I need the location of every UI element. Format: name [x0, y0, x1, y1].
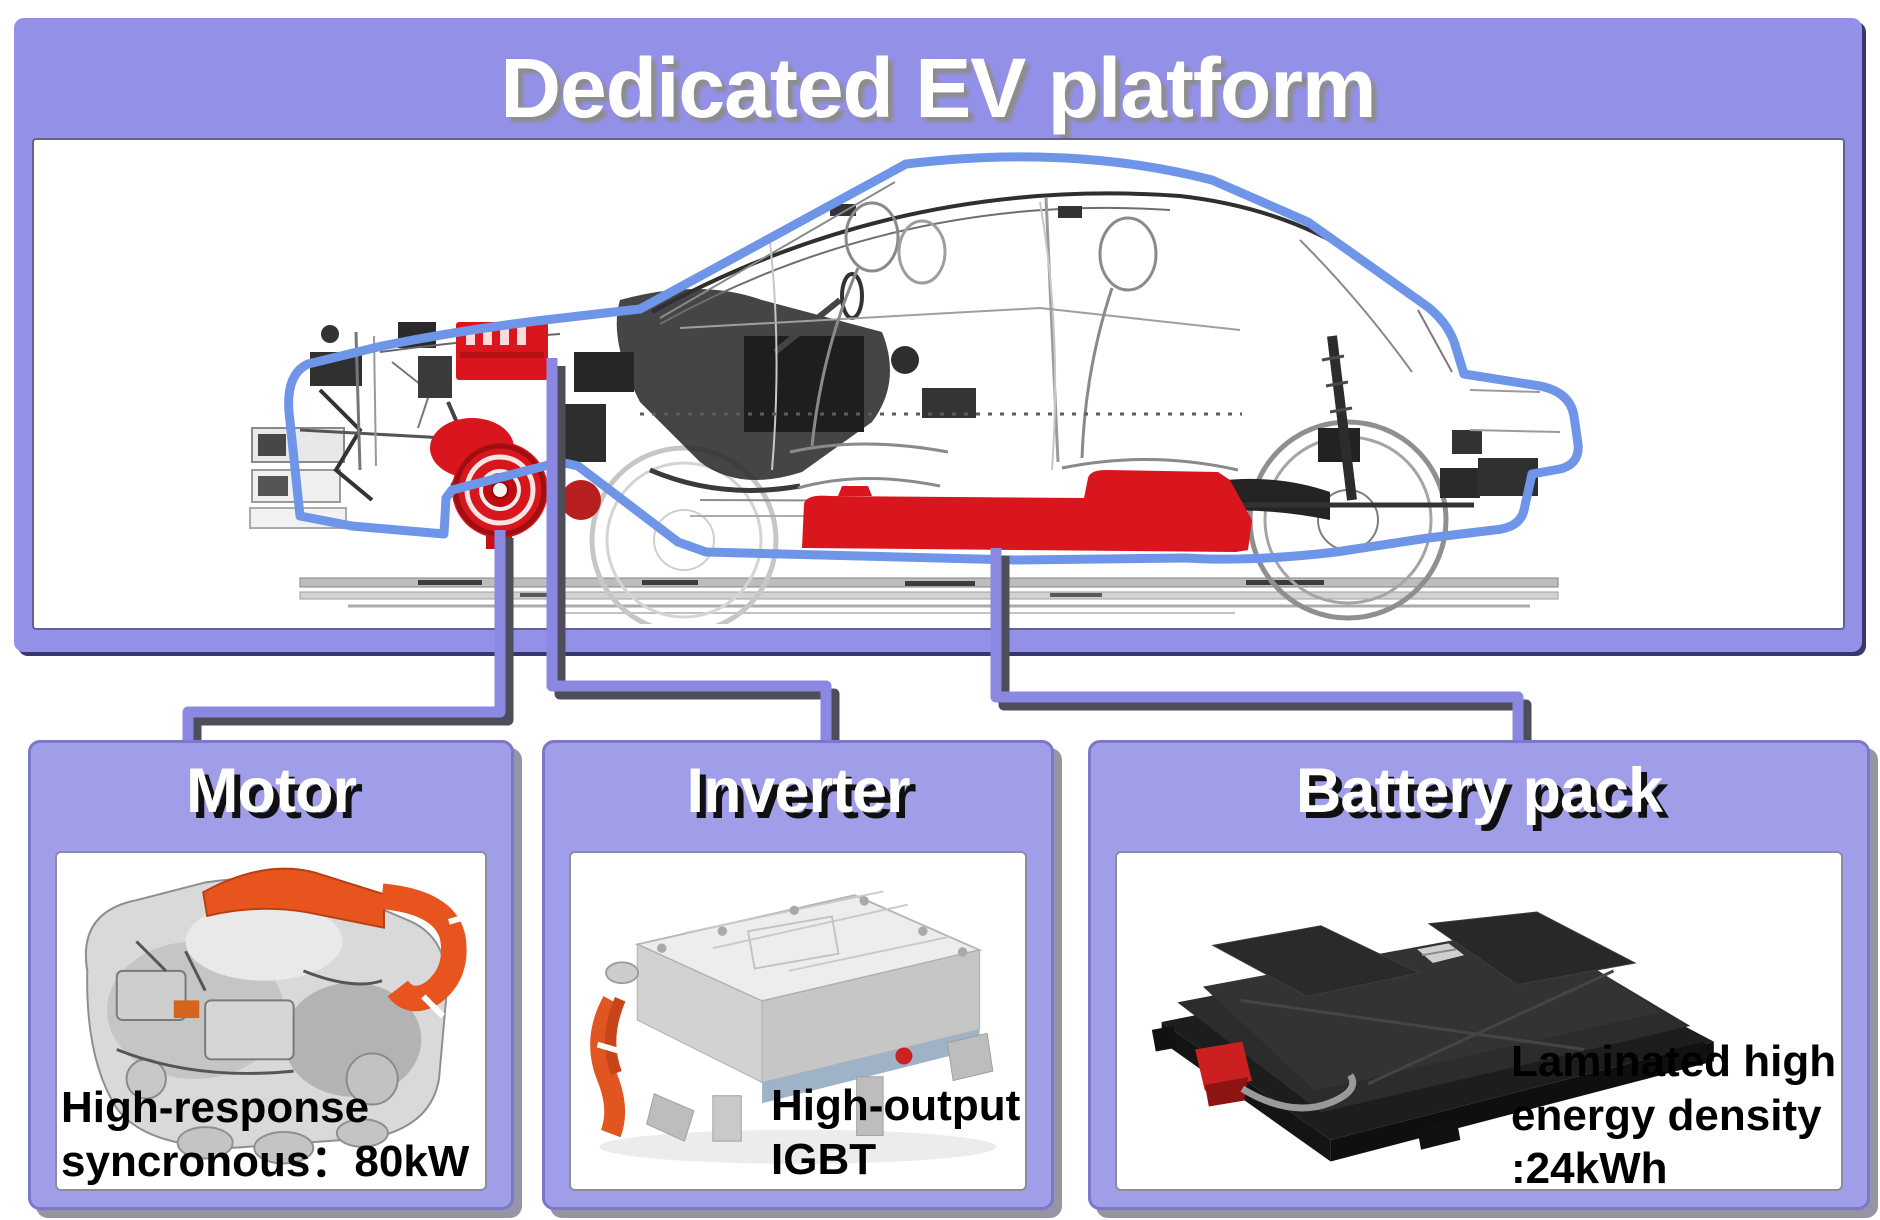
inverter-photo [590, 890, 997, 1164]
inverter-spec-line2: IGBT [771, 1134, 877, 1184]
red-connector [1195, 1041, 1253, 1091]
motor-photo-frame [55, 851, 487, 1191]
motor-spec-text: High-response syncronous：80kW [61, 1081, 469, 1188]
silver-bracket [1417, 943, 1465, 964]
gray-cable [1240, 1073, 1357, 1112]
component-card-battery: Battery pack Laminate [1088, 740, 1870, 1210]
battery-photo [1151, 911, 1714, 1162]
inverter-photo-frame [569, 851, 1027, 1191]
card-title-motor: Motor [186, 756, 357, 826]
motor-spec-line2: syncronous：80kW [61, 1136, 470, 1186]
component-card-motor: Motor High-response [28, 740, 514, 1210]
battery-photo-frame [1115, 851, 1843, 1191]
main-panel: Dedicated EV platform [14, 18, 1862, 652]
battery-spec-line3: :24kWh [1511, 1144, 1668, 1194]
inverter-spec-text: High-output IGBT [771, 1079, 1020, 1186]
card-title-inverter: Inverter [686, 756, 910, 826]
motor-photo [84, 867, 478, 1165]
orange-cable-bundle [590, 996, 626, 1138]
inverter-spec-line1: High-output [771, 1081, 1021, 1130]
battery-spec-line1: Laminated high [1511, 1037, 1837, 1086]
red-indicator-dot [895, 1047, 913, 1065]
orange-hose [380, 883, 467, 1012]
battery-spec-line2: energy density [1511, 1090, 1822, 1140]
battery-spec-text: Laminated high energy density :24kWh [1511, 1035, 1836, 1196]
motor-spec-line1: High-response [61, 1083, 370, 1132]
component-card-inverter: Inverter [542, 740, 1054, 1210]
orange-cable-horn [202, 867, 385, 929]
page-title: Dedicated EV platform [500, 41, 1376, 135]
card-title-battery: Battery pack [1295, 756, 1663, 826]
car-illustration-frame [32, 138, 1845, 630]
